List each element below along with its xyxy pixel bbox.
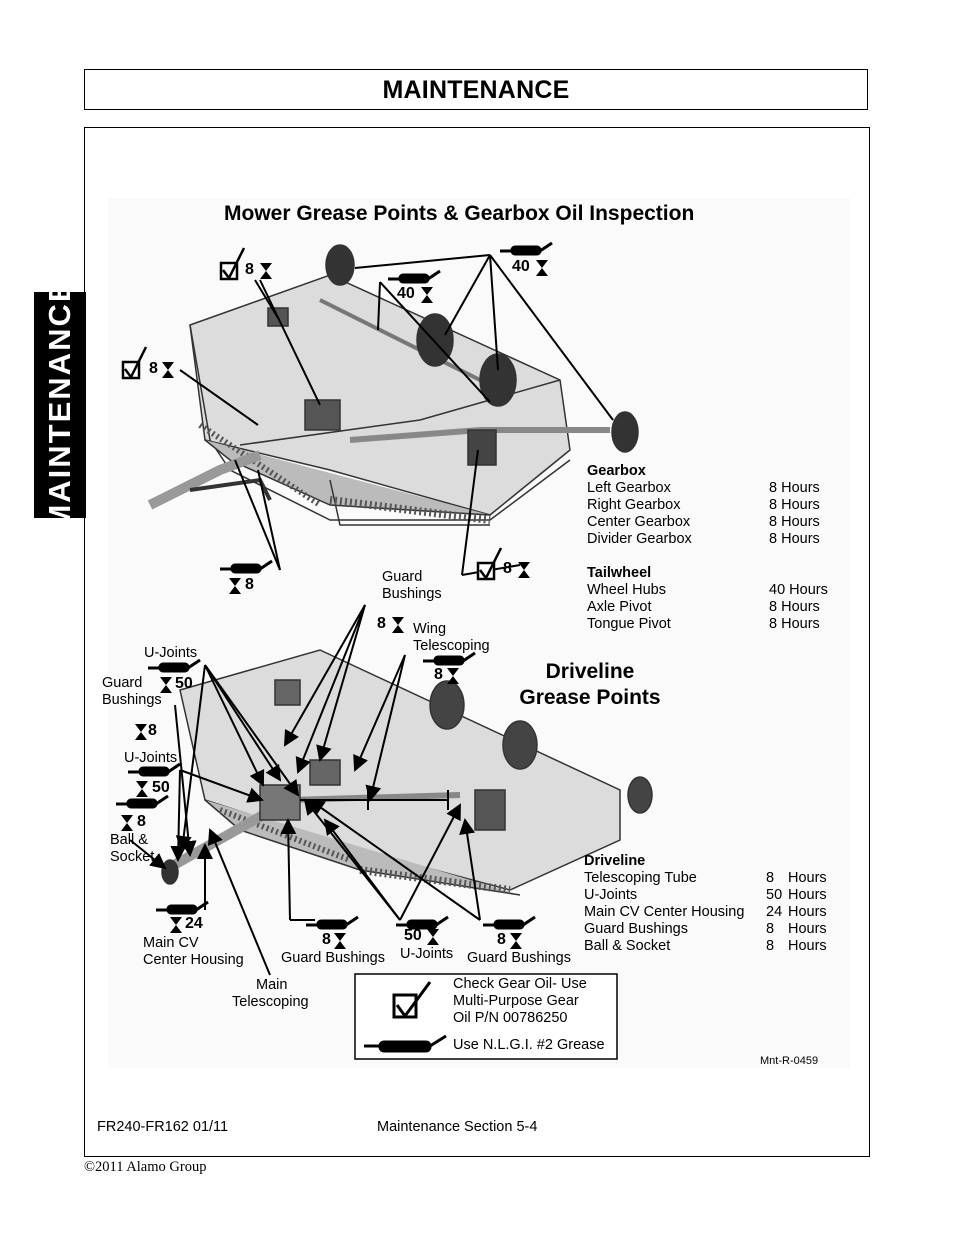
gearbox-item: Divider Gearbox [587, 531, 692, 547]
main-telescoping-label-2: Telescoping [232, 994, 309, 1010]
tailwheel-interval: 40 Hours [769, 582, 828, 598]
driveline-interval-num: 8 [766, 870, 775, 886]
ball-socket-label-2: Socket [110, 849, 155, 865]
footer-model-date: FR240-FR162 01/11 [97, 1119, 229, 1135]
ball-socket-label-1: Ball & [110, 832, 148, 848]
check-callout-8a: 8 [245, 261, 254, 278]
driveline-item: U-Joints [584, 887, 638, 903]
wing-telescoping-interval: 8 [434, 666, 443, 683]
bottom-guard-bushings-interval: 8 [322, 931, 331, 948]
main-cv-label-2: Center Housing [143, 952, 244, 968]
page-title: MAINTENANCE [382, 76, 570, 104]
driveline-interval-unit: Hours [788, 921, 827, 937]
footer-section: Maintenance Section 5-4 [377, 1119, 538, 1135]
gearbox-item: Right Gearbox [587, 497, 681, 513]
ball-socket-interval: 8 [137, 813, 146, 830]
main-telescoping-label-1: Main [256, 977, 288, 993]
legend-grease-icon [364, 1034, 447, 1053]
driveline-interval-num: 8 [766, 938, 775, 954]
tailwheel-item: Tongue Pivot [587, 616, 671, 632]
driveline-heading-line1: Driveline [545, 660, 635, 683]
legend-check-icon [392, 981, 432, 1019]
guard-bushings-top-interval: 8 [377, 615, 386, 632]
driveline-interval-unit: Hours [788, 887, 827, 903]
driveline-interval-unit: Hours [788, 870, 827, 886]
gearbox-item: Left Gearbox [587, 480, 671, 496]
legend-check-text-2: Multi-Purpose Gear [453, 993, 579, 1009]
driveline-item: Telescoping Tube [584, 870, 697, 886]
driveline-interval-unit: Hours [788, 904, 827, 920]
driveline-heading-line2: Grease Points [519, 686, 661, 709]
u-joints-interval-1: 50 [175, 675, 193, 692]
figure-id: Mnt-R-0459 [760, 1055, 819, 1067]
guard-bushings-left-label-2: Bushings [102, 692, 162, 708]
tailwheel-interval: 8 Hours [769, 616, 820, 632]
guard-bushings-left-label-1: Guard [102, 675, 143, 691]
u-joints-label-2: U-Joints [124, 750, 178, 766]
bottom-guard-bushings-right-label: Guard Bushings [467, 950, 571, 966]
gearbox-interval: 8 Hours [769, 514, 820, 530]
copyright: ©2011 Alamo Group [84, 1159, 207, 1175]
hourglass-markers [121, 260, 548, 949]
driveline-item: Ball & Socket [584, 938, 671, 954]
u-joints-interval-2: 50 [152, 779, 170, 796]
gearbox-interval: 8 Hours [769, 497, 820, 513]
u-joints-label-1: U-Joints [144, 645, 198, 661]
figure-title: Mower Grease Points & Gearbox Oil Inspec… [224, 202, 695, 225]
bottom-guard-bushings-label: Guard Bushings [281, 950, 385, 966]
driveline-item: Guard Bushings [584, 921, 688, 937]
driveline-item: Main CV Center Housing [584, 904, 745, 920]
top-mower-drawing [147, 244, 639, 526]
grease-callout-8-left: 8 [245, 576, 254, 593]
legend-grease-text: Use N.L.G.I. #2 Grease [453, 1037, 605, 1053]
gearbox-interval: 8 Hours [769, 531, 820, 547]
check-callout-8b: 8 [149, 360, 158, 377]
grease-gun-icons [116, 241, 553, 930]
driveline-interval-unit: Hours [788, 938, 827, 954]
tailwheel-heading: Tailwheel [587, 565, 652, 581]
bottom-leader-lines [129, 604, 481, 976]
guard-bushings-top-label-1: Guard [382, 569, 423, 585]
main-cv-interval: 24 [185, 915, 203, 932]
check-oil-icons [121, 247, 503, 581]
driveline-table-heading: Driveline [584, 853, 646, 869]
guard-bushings-left-interval: 8 [148, 722, 157, 739]
check-callout-8-bottom: 8 [503, 560, 512, 577]
wing-telescoping-label-1: Wing [413, 621, 447, 637]
grease-callout-40b: 40 [512, 258, 530, 275]
tailwheel-item: Axle Pivot [587, 599, 652, 615]
grease-callout-40a: 40 [397, 285, 415, 302]
driveline-interval-num: 24 [766, 904, 783, 920]
wing-telescoping-label-2: Telescoping [413, 638, 490, 654]
legend-check-text-1: Check Gear Oil- Use [453, 976, 587, 992]
content-frame [84, 127, 870, 1157]
legend-check-text-3: Oil P/N 00786250 [453, 1010, 568, 1026]
main-cv-label-1: Main CV [143, 935, 199, 951]
header-box: MAINTENANCE [84, 69, 868, 110]
tailwheel-item: Wheel Hubs [587, 582, 666, 598]
section-side-tab: MAINTENANCE [34, 279, 86, 531]
driveline-interval-num: 8 [766, 921, 775, 937]
gearbox-heading: Gearbox [587, 463, 646, 479]
bottom-u-joints-interval: 50 [404, 927, 422, 944]
guard-bushings-top-label-2: Bushings [382, 586, 442, 602]
bottom-u-joints-label: U-Joints [400, 946, 454, 962]
driveline-interval-num: 50 [766, 887, 783, 903]
bottom-guard-bushings-right-interval: 8 [497, 931, 506, 948]
tailwheel-interval: 8 Hours [769, 599, 820, 615]
gearbox-item: Center Gearbox [587, 514, 691, 530]
gearbox-interval: 8 Hours [769, 480, 820, 496]
